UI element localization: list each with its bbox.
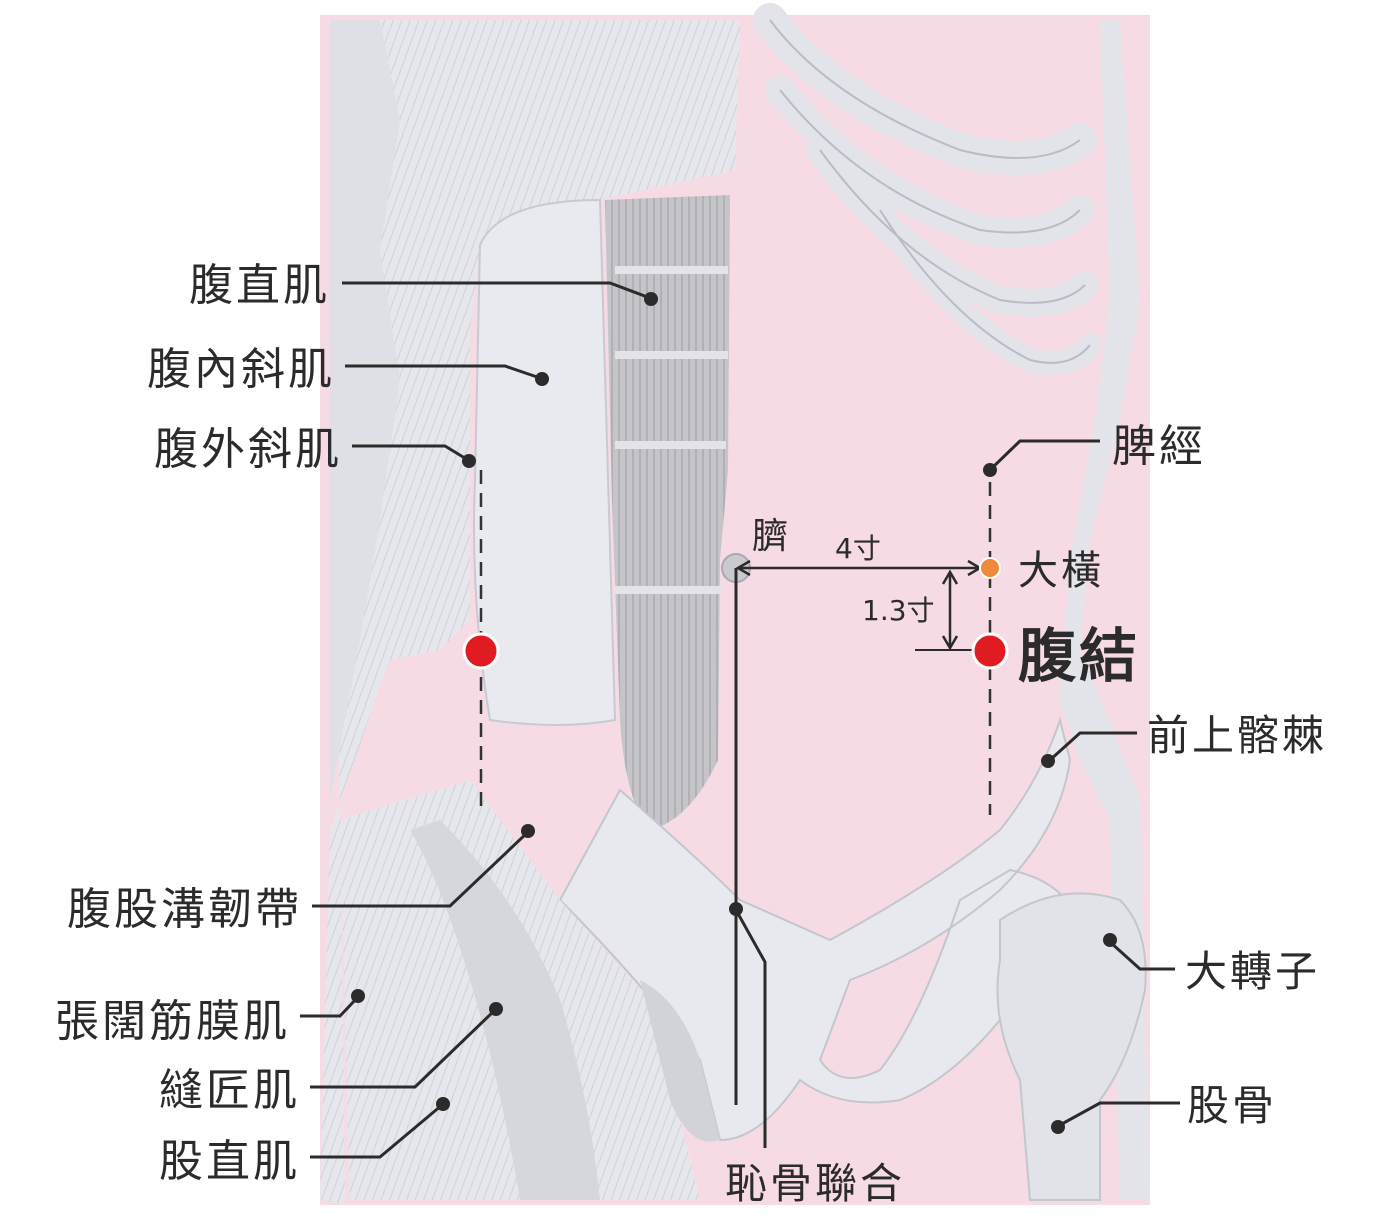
label-external-oblique: 腹外斜肌 xyxy=(154,424,342,475)
fujie-point-left xyxy=(462,632,500,670)
fujie-point-right xyxy=(971,632,1009,670)
measurements xyxy=(734,559,983,1105)
rectus-abdominis-shape xyxy=(605,195,730,830)
oblique-muscles xyxy=(320,20,740,1205)
label-femur: 股骨 xyxy=(1187,1081,1277,1130)
leader-lines xyxy=(300,281,1180,1159)
daheng-point xyxy=(979,557,1001,579)
label-fujie: 腹結 xyxy=(1018,622,1140,690)
body-illustration xyxy=(320,3,1150,1205)
label-internal-oblique: 腹內斜肌 xyxy=(147,344,335,395)
right-flank xyxy=(1060,20,1150,1200)
label-sartorius: 縫匠肌 xyxy=(159,1065,300,1116)
label-spleen-meridian: 脾經 xyxy=(1112,421,1206,472)
label-tensor-fasciae-latae: 張闊筋膜肌 xyxy=(55,996,290,1047)
label-rectus-femoris: 股直肌 xyxy=(159,1136,300,1187)
label-daheng: 大橫 xyxy=(1018,548,1104,594)
label-greater-trochanter: 大轉子 xyxy=(1185,947,1320,996)
label-pubic-symphysis: 恥骨聯合 xyxy=(725,1159,905,1208)
sartorius-shape xyxy=(410,820,600,1200)
label-navel: 臍 xyxy=(752,516,788,557)
label-inguinal-ligament: 腹股溝韌帶 xyxy=(67,884,302,935)
label-distance-1-3: 1.3寸 xyxy=(862,594,935,627)
flank xyxy=(330,20,400,800)
labels: 腹直肌 腹內斜肌 腹外斜肌 脾經 臍 4寸 大橫 1.3寸 腹結 前上髂棘 腹股… xyxy=(55,260,1327,1208)
internal-oblique-shape xyxy=(473,198,617,726)
pelvis xyxy=(558,716,1082,1142)
label-rectus-abdominis: 腹直肌 xyxy=(189,260,330,311)
label-distance-4: 4寸 xyxy=(835,532,881,565)
label-asis: 前上髂棘 xyxy=(1147,711,1327,760)
femur-shape xyxy=(996,892,1147,1201)
